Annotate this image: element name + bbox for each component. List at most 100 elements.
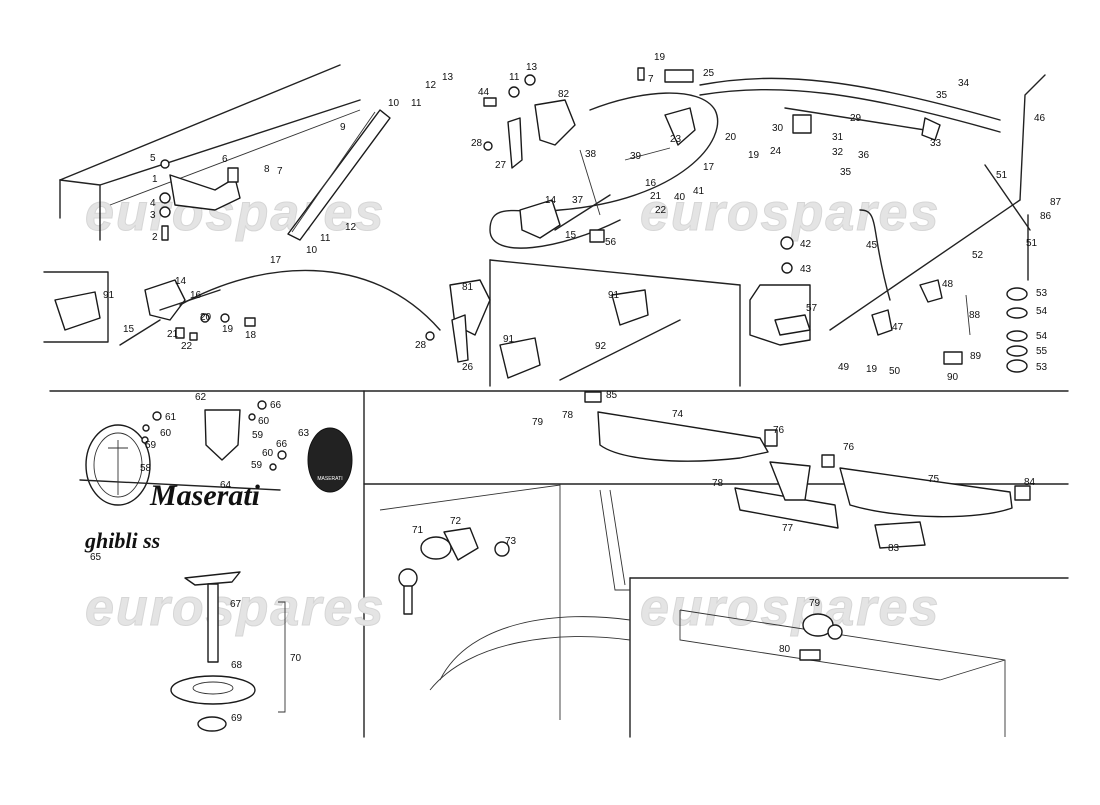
callout-73: 73 <box>505 536 517 547</box>
callout-46: 46 <box>1034 113 1046 124</box>
callout-77: 77 <box>782 523 794 534</box>
callout-75: 75 <box>928 474 940 485</box>
door-latch-inset <box>499 289 681 381</box>
callout-47: 47 <box>892 322 904 333</box>
callout-20: 20 <box>200 312 212 323</box>
callout-35: 35 <box>840 167 852 178</box>
callout-9: 9 <box>340 122 346 133</box>
callout-89: 89 <box>970 351 982 362</box>
callout-63: 63 <box>298 428 310 439</box>
callout-82: 82 <box>558 89 570 100</box>
spare-wheel-clamp <box>170 571 286 732</box>
callout-12: 12 <box>425 80 437 91</box>
callout-28: 28 <box>471 138 483 149</box>
callout-26: 26 <box>462 362 474 373</box>
callout-54: 54 <box>1036 331 1048 342</box>
callout-19: 19 <box>222 324 234 335</box>
callout-11: 11 <box>411 98 422 109</box>
watermark: eurospares <box>640 184 940 242</box>
callout-17: 17 <box>270 255 282 266</box>
badge-text: MASERATI <box>317 476 342 482</box>
callout-6: 6 <box>222 154 228 165</box>
callout-20: 20 <box>725 132 737 143</box>
callout-41: 41 <box>693 186 705 197</box>
callout-91: 91 <box>608 290 620 301</box>
callout-21: 21 <box>650 191 662 202</box>
callout-8: 8 <box>264 164 270 175</box>
callout-30: 30 <box>772 123 784 134</box>
window-regulator <box>287 109 391 241</box>
callout-27: 27 <box>495 160 507 171</box>
callout-7: 7 <box>277 166 283 177</box>
callout-76: 76 <box>843 442 855 453</box>
callout-64: 64 <box>220 480 232 491</box>
callout-53: 53 <box>1036 362 1048 373</box>
callout-59: 59 <box>145 440 157 451</box>
callout-39: 39 <box>630 151 642 162</box>
door-lock-cable-right <box>483 67 719 249</box>
callout-37: 37 <box>572 195 584 206</box>
callout-36: 36 <box>858 150 870 161</box>
callout-13: 13 <box>442 72 454 83</box>
emblem-section: MASERATI Maserati ghibli ss <box>79 400 353 553</box>
callout-60: 60 <box>258 416 270 427</box>
callout-62: 62 <box>195 392 207 403</box>
callout-10: 10 <box>306 245 318 256</box>
callout-48: 48 <box>942 279 954 290</box>
hinge-block-right <box>749 236 963 365</box>
callout-67: 67 <box>230 599 242 610</box>
callout-87: 87 <box>1050 197 1062 208</box>
door-lock-left <box>54 269 441 346</box>
callout-92: 92 <box>595 341 607 352</box>
callout-58: 58 <box>140 463 152 474</box>
callout-28: 28 <box>415 340 427 351</box>
filler-lock <box>379 484 631 720</box>
watermark: eurospares <box>640 579 940 637</box>
callout-78: 78 <box>712 478 724 489</box>
callout-59: 59 <box>252 430 264 441</box>
callout-22: 22 <box>181 341 193 352</box>
washer-stack <box>1006 287 1028 373</box>
watermark: eurospares <box>85 579 385 637</box>
callout-42: 42 <box>800 239 812 250</box>
model-script: ghibli ss <box>84 528 160 553</box>
callout-7: 7 <box>648 74 654 85</box>
callout-85: 85 <box>606 390 618 401</box>
callout-69: 69 <box>231 713 243 724</box>
callout-70: 70 <box>290 653 302 664</box>
section-dividers <box>43 259 1069 738</box>
sun-visors <box>584 391 1031 549</box>
callout-19: 19 <box>654 52 666 63</box>
roof-rail-rods <box>699 74 1046 336</box>
callout-16: 16 <box>190 290 202 301</box>
callout-2: 2 <box>152 232 158 243</box>
hinge-bracket <box>159 159 241 241</box>
callout-12: 12 <box>345 222 357 233</box>
callout-40: 40 <box>674 192 686 203</box>
callout-17: 17 <box>703 162 715 173</box>
callout-81: 81 <box>462 282 474 293</box>
callout-68: 68 <box>231 660 243 671</box>
callout-61: 61 <box>165 412 177 423</box>
callout-15: 15 <box>565 230 577 241</box>
callout-24: 24 <box>770 146 782 157</box>
callout-55: 55 <box>1036 346 1048 357</box>
callout-86: 86 <box>1040 211 1052 222</box>
boot-lock <box>679 609 1006 737</box>
callout-34: 34 <box>958 78 970 89</box>
callout-1: 1 <box>152 174 158 185</box>
callout-5: 5 <box>150 153 156 164</box>
callout-10: 10 <box>388 98 400 109</box>
callout-56: 56 <box>605 237 617 248</box>
callout-31: 31 <box>832 132 844 143</box>
callout-66: 66 <box>276 439 288 450</box>
callout-65: 65 <box>90 552 102 563</box>
callout-51: 51 <box>996 170 1008 181</box>
callout-74: 74 <box>672 409 684 420</box>
callout-35: 35 <box>936 90 948 101</box>
callout-38: 38 <box>585 149 597 160</box>
callout-23: 23 <box>670 134 682 145</box>
